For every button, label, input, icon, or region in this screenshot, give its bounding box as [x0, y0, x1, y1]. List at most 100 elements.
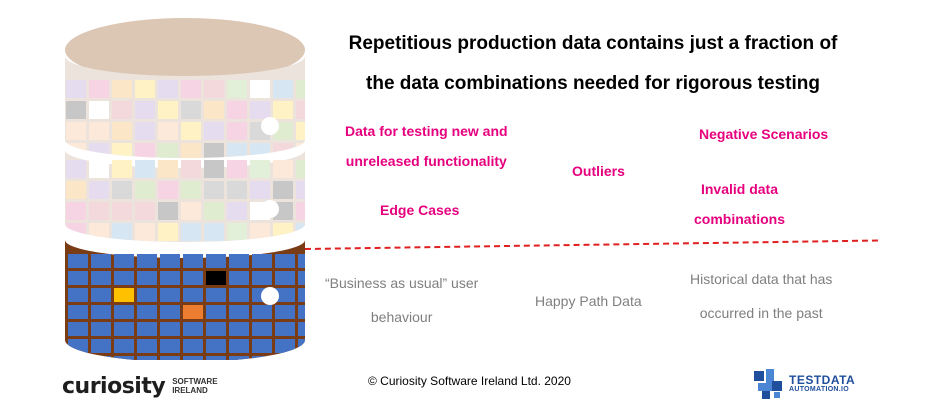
- db-data-cell: [89, 122, 109, 140]
- label-negative-scenarios: Negative Scenarios: [699, 119, 828, 149]
- db-production-cell: [183, 356, 203, 360]
- db-production-cell: [91, 288, 111, 302]
- db-production-cell: [229, 305, 249, 319]
- label-edge-cases: Edge Cases: [380, 195, 459, 225]
- db-production-cell: [137, 339, 157, 353]
- testdata-automation-logo-icon: [752, 367, 786, 401]
- db-production-cell: [91, 271, 111, 285]
- copyright-text: © Curiosity Software Ireland Ltd. 2020: [368, 374, 571, 388]
- db-data-cell: [135, 202, 155, 220]
- db-production-cell: [252, 305, 272, 319]
- tda-logo-line1: TESTDATA: [789, 374, 855, 386]
- db-production-cell: [206, 271, 226, 285]
- db-data-cell: [135, 223, 155, 241]
- db-data-cell: [227, 80, 247, 98]
- db-production-cell: [68, 288, 88, 302]
- db-data-cell: [181, 223, 201, 241]
- db-production-cell: [137, 356, 157, 360]
- db-indicator-dot: [261, 287, 279, 305]
- database-cylinder-icon: [0, 0, 320, 360]
- db-data-cell: [112, 101, 132, 119]
- db-production-cell: [229, 288, 249, 302]
- db-data-cell: [89, 181, 109, 199]
- db-data-cell: [204, 80, 224, 98]
- db-production-cell: [114, 271, 134, 285]
- db-data-cell: [250, 101, 270, 119]
- db-production-cell: [91, 305, 111, 319]
- db-production-cell: [252, 339, 272, 353]
- db-production-cell: [114, 339, 134, 353]
- db-production-cell: [114, 305, 134, 319]
- db-production-cell: [91, 339, 111, 353]
- db-production-cell: [298, 305, 318, 319]
- db-data-cell: [204, 181, 224, 199]
- title-line-1: Repetitious production data contains jus…: [318, 24, 868, 64]
- db-production-cell: [137, 271, 157, 285]
- db-data-cell: [112, 143, 132, 161]
- db-data-cell: [227, 160, 247, 178]
- db-production-cell: [298, 356, 318, 360]
- db-data-cell: [112, 181, 132, 199]
- db-data-cell: [296, 101, 316, 119]
- db-data-cell: [112, 122, 132, 140]
- db-data-cell: [273, 80, 293, 98]
- db-data-cell: [135, 80, 155, 98]
- db-production-cell: [68, 339, 88, 353]
- db-production-cell: [206, 288, 226, 302]
- db-data-cell: [227, 101, 247, 119]
- title-line-2: the data combinations needed for rigorou…: [318, 64, 868, 104]
- db-production-cell: [252, 356, 272, 360]
- db-production-cell: [160, 288, 180, 302]
- db-production-cell: [91, 322, 111, 336]
- db-data-cell: [181, 202, 201, 220]
- label-happy-path: Happy Path Data: [535, 284, 642, 318]
- db-data-cell: [227, 143, 247, 161]
- db-production-cell: [206, 356, 226, 360]
- db-data-cell: [89, 202, 109, 220]
- db-production-cell: [160, 305, 180, 319]
- db-data-cell: [296, 80, 316, 98]
- db-production-cell: [183, 339, 203, 353]
- db-data-cell: [89, 223, 109, 241]
- db-production-cell: [275, 356, 295, 360]
- db-data-cell: [296, 160, 316, 178]
- db-production-cell: [137, 288, 157, 302]
- page-title: Repetitious production data contains jus…: [318, 24, 868, 104]
- db-data-cell: [135, 101, 155, 119]
- db-indicator-dot: [261, 117, 279, 135]
- db-production-cell: [91, 356, 111, 360]
- db-data-cell: [273, 143, 293, 161]
- db-data-cell: [296, 122, 316, 140]
- db-data-cell: [204, 160, 224, 178]
- db-data-cell: [112, 202, 132, 220]
- db-production-cell: [206, 305, 226, 319]
- db-production-cell: [68, 305, 88, 319]
- db-indicator-dot: [261, 200, 279, 218]
- db-data-cell: [66, 101, 86, 119]
- db-data-cell: [158, 122, 178, 140]
- db-production-cell: [160, 322, 180, 336]
- label-invalid-combinations: Invalid data combinations: [694, 174, 785, 234]
- db-production-cell: [137, 254, 157, 268]
- db-data-cell: [296, 223, 316, 241]
- db-production-cell: [229, 271, 249, 285]
- db-data-cell: [204, 101, 224, 119]
- curiosity-logo: curiosity SOFTWARE IRELAND: [62, 368, 218, 404]
- db-data-cell: [250, 143, 270, 161]
- db-production-cell: [68, 254, 88, 268]
- db-data-cell: [158, 80, 178, 98]
- db-data-cell: [135, 122, 155, 140]
- db-production-cell: [114, 356, 134, 360]
- db-production-cell: [229, 356, 249, 360]
- db-production-cell: [137, 322, 157, 336]
- db-production-cell: [114, 322, 134, 336]
- db-production-cell: [275, 305, 295, 319]
- db-production-cell: [275, 254, 295, 268]
- db-data-cell: [112, 223, 132, 241]
- db-data-cell: [158, 143, 178, 161]
- db-data-cell: [204, 202, 224, 220]
- db-production-cell: [91, 254, 111, 268]
- testdata-automation-logo: TESTDATA AUTOMATION.IO: [752, 364, 855, 404]
- db-data-cell: [181, 122, 201, 140]
- db-data-cell: [204, 223, 224, 241]
